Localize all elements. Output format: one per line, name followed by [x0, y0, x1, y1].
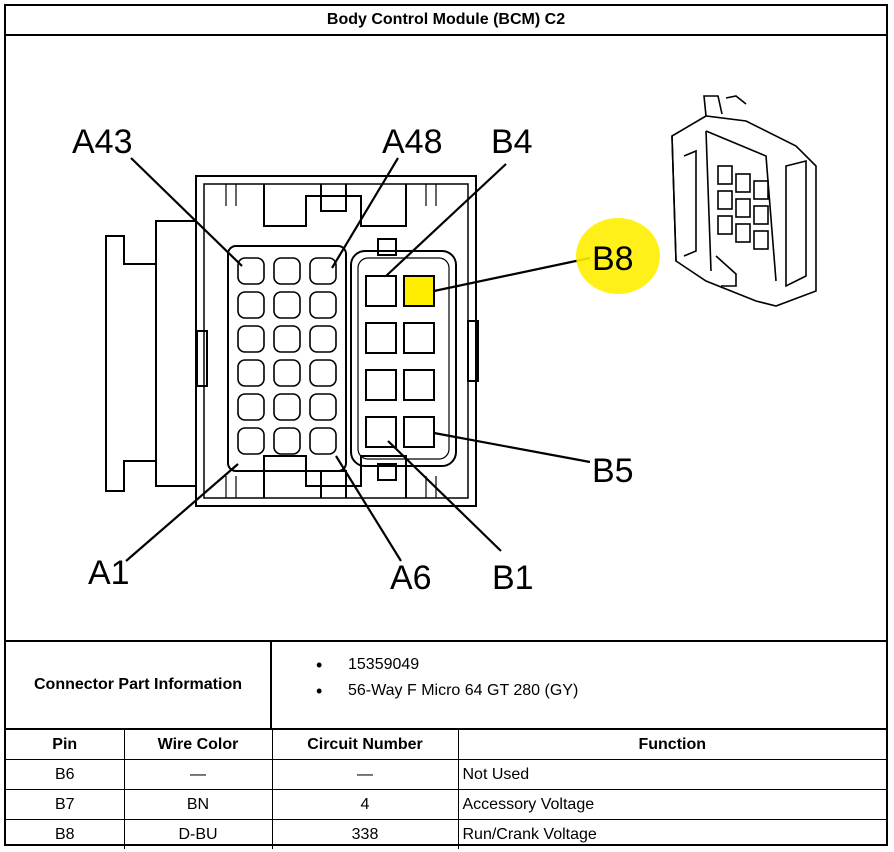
connector-3d-view [671, 95, 817, 307]
connector-diagram: A43 A48 B4 B8 B5 A1 A6 B1 [72, 95, 817, 597]
callout-a48: A48 [382, 123, 443, 161]
cell-wire-color: — [123, 759, 273, 790]
pin-table-header: Pin Wire Color Circuit Number Function [6, 730, 886, 760]
diagram-frame: Body Control Module (BCM) C2 [4, 4, 888, 849]
connector-part-info-label: Connector Part Information [6, 642, 272, 728]
cell-pin: B7 [6, 789, 125, 820]
callout-b8: B8 [592, 240, 634, 278]
cell-pin: B6 [6, 759, 125, 790]
a-terminal-cavity [237, 427, 265, 455]
diagram-title: Body Control Module (BCM) C2 [6, 6, 886, 36]
pin-b7 [403, 322, 435, 354]
a-terminal-cavity [273, 291, 301, 319]
callout-a6: A6 [390, 559, 432, 597]
a-terminal-cavity [309, 291, 337, 319]
connector-part-list: 15359049 56-Way F Micro 64 GT 280 (GY) [306, 652, 578, 704]
cell-function: Accessory Voltage [457, 789, 886, 820]
cell-function: Not Used [457, 759, 886, 790]
cell-function: Run/Crank Voltage [457, 819, 886, 849]
a-terminal-cavity [309, 325, 337, 353]
connector-housing [195, 175, 477, 507]
cell-circuit-number: 338 [271, 819, 459, 849]
header-circuit-number: Circuit Number [271, 730, 459, 760]
pin-b1 [365, 416, 397, 448]
pin-b2 [365, 369, 397, 401]
a-terminal-cavity [237, 291, 265, 319]
a-terminal-cavity [273, 427, 301, 455]
table-row: B6 — — Not Used [6, 759, 886, 790]
a-terminal-cavity [273, 257, 301, 285]
header-function: Function [457, 730, 886, 760]
a-terminal-cavity [273, 325, 301, 353]
a-terminal-cavity [273, 359, 301, 387]
a-terminal-cavity [309, 427, 337, 455]
callout-a1: A1 [88, 554, 130, 592]
connector-part-info: Connector Part Information 15359049 56-W… [6, 640, 886, 730]
connector-part-number: 15359049 [306, 652, 578, 678]
a-terminal-grid [237, 257, 337, 455]
b-cavity-block [350, 250, 457, 467]
a-terminal-cavity [237, 257, 265, 285]
a-terminal-cavity [237, 393, 265, 421]
a-terminal-cavity [273, 393, 301, 421]
cell-circuit-number: 4 [271, 789, 459, 820]
b8-highlight-blob [576, 218, 660, 294]
table-row: B8 D-BU 338 Run/Crank Voltage [6, 819, 886, 849]
pin-b6 [403, 369, 435, 401]
callout-b1: B1 [492, 559, 534, 597]
pin-b3 [365, 322, 397, 354]
a-terminal-cavity [309, 257, 337, 285]
callout-a43: A43 [72, 123, 133, 161]
a-terminal-cavity [309, 393, 337, 421]
connector-part-description: 56-Way F Micro 64 GT 280 (GY) [306, 678, 578, 704]
pin-table: Pin Wire Color Circuit Number Function B… [6, 730, 886, 849]
cell-wire-color: BN [123, 789, 273, 820]
a-terminal-cavity [237, 359, 265, 387]
pin-b5 [403, 416, 435, 448]
cell-pin: B8 [6, 819, 125, 849]
cell-circuit-number: — [271, 759, 459, 790]
a-terminal-cavity [237, 325, 265, 353]
pin-b8-highlight [403, 275, 435, 307]
cell-wire-color: D-BU [123, 819, 273, 849]
leader-lines [125, 157, 591, 562]
pin-b4 [365, 275, 397, 307]
header-wire-color: Wire Color [123, 730, 273, 760]
callout-b5: B5 [592, 452, 634, 490]
connector-latch [105, 220, 196, 492]
a-terminal-cavity [309, 359, 337, 387]
callout-b4: B4 [491, 123, 533, 161]
header-pin: Pin [6, 730, 125, 760]
a-cavity-block [227, 245, 347, 472]
table-row: B7 BN 4 Accessory Voltage [6, 789, 886, 820]
